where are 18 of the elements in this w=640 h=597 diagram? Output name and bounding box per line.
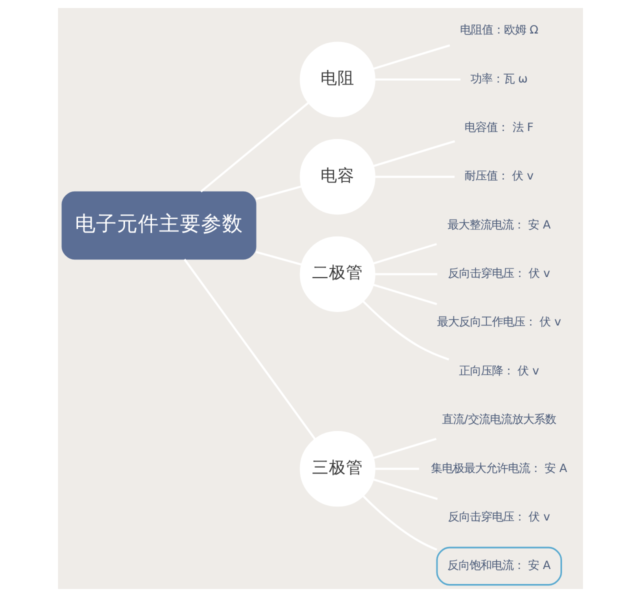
connector [362,495,437,551]
node-text: 反向击穿电压： 伏 v [448,509,550,524]
node-text: 反向击穿电压： 伏 v [448,266,550,280]
connector [255,186,302,200]
connector [183,258,316,440]
node-text: 电阻值：欧姆 Ω [459,22,538,37]
node-text: 最大反向工作电压： 伏 v [436,314,561,329]
node-text: 最大整流电流： 安 A [447,217,550,232]
node-text: 正向压降： 伏 v [458,363,539,378]
node-text: 电容值： 法 F [464,120,534,134]
node-box: 反向饱和电流： 安 A [436,546,562,586]
node-text: 耐压值： 伏 v [464,168,534,183]
connector [255,250,302,266]
node-box: 电子元件主要参数 [61,191,256,260]
connector [200,102,308,192]
node-text: 直流/交流电流放大系数 [442,412,556,426]
node-text: 集电极最大允许电流： 安 A [430,460,567,475]
node-text: 功率：瓦 ω [470,71,528,86]
